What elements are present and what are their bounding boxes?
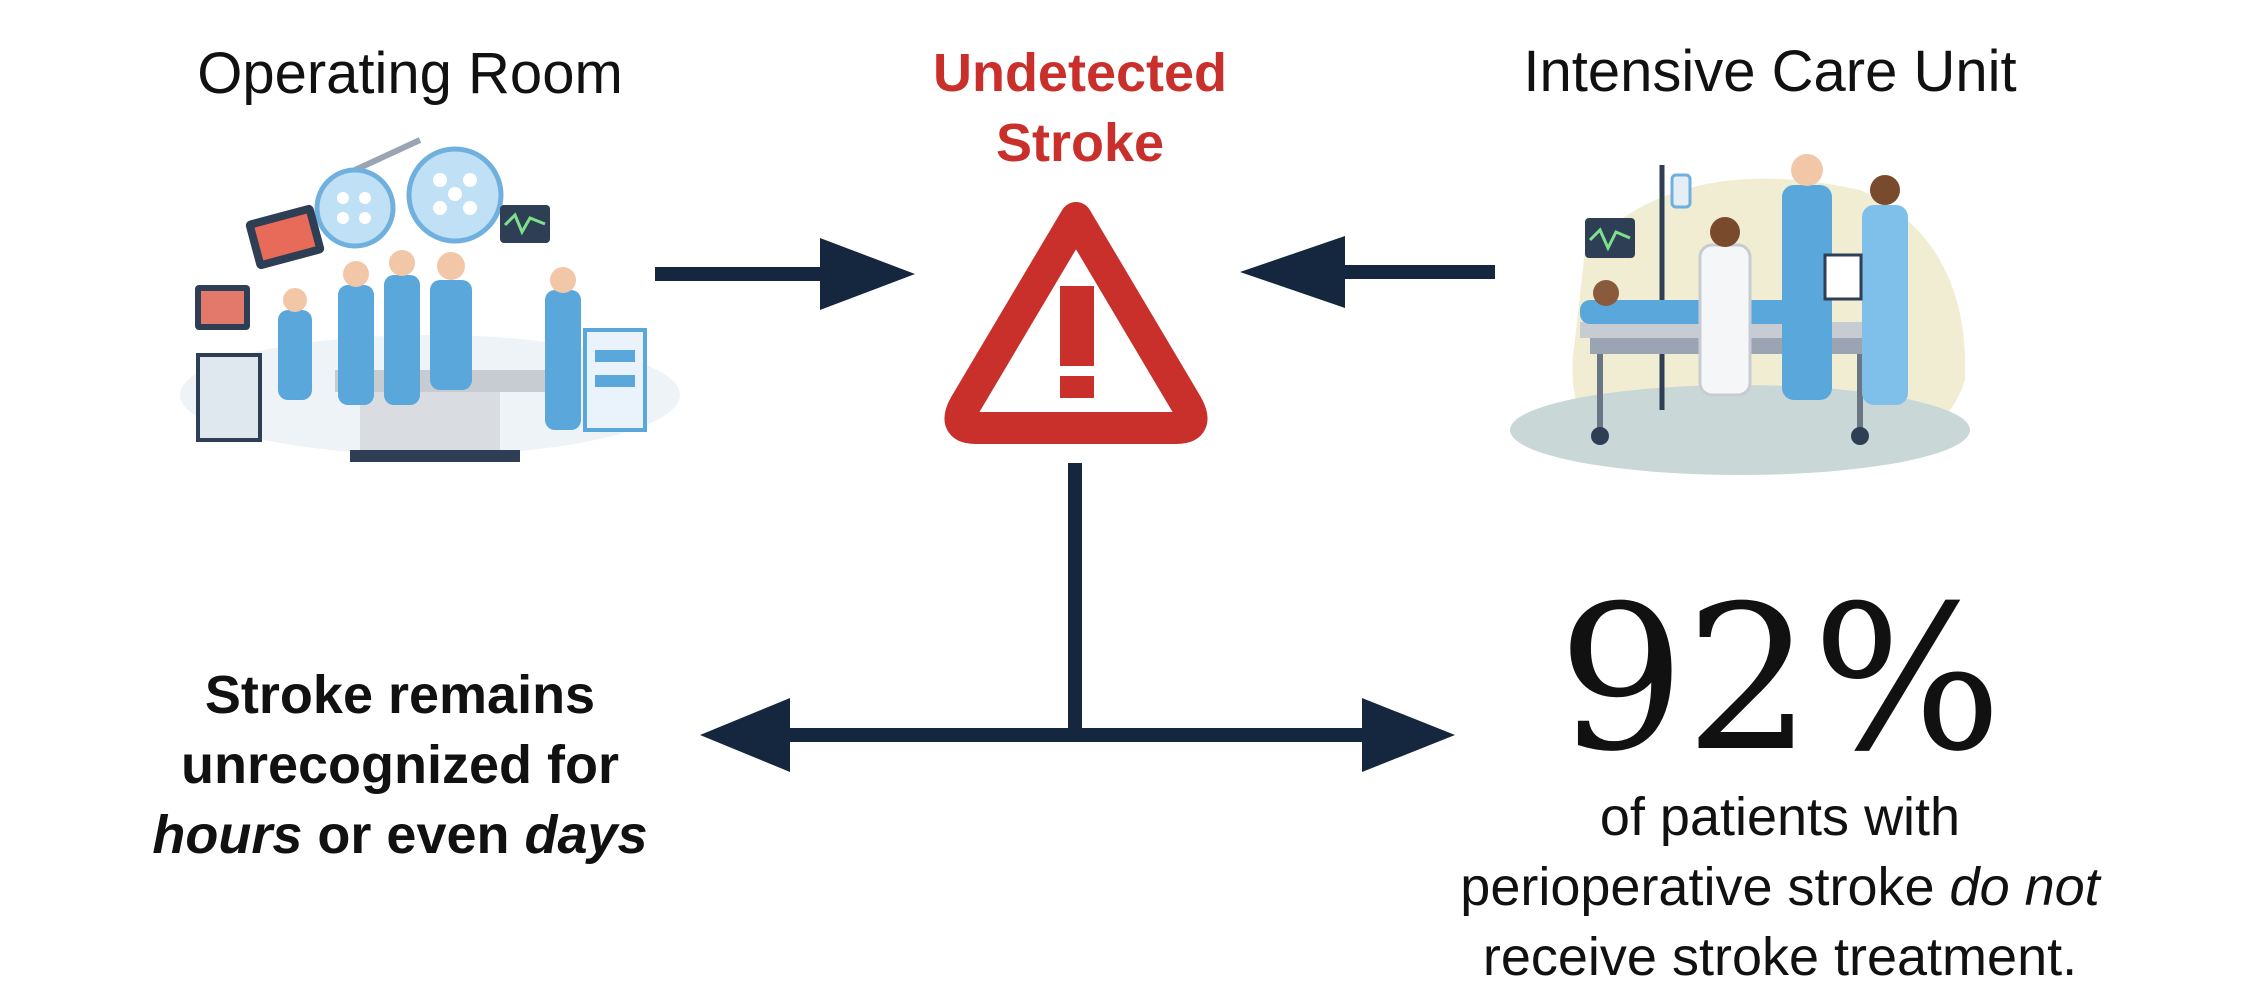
left-outcome-line2: unrecognized for	[180, 735, 619, 795]
icu-title: Intensive Care Unit	[1523, 39, 2017, 104]
right-outcome-line3: receive stroke treatment.	[1482, 927, 2078, 987]
do-not-emphasis: do not	[1949, 857, 2100, 917]
right-outcome-line2: perioperative stroke do not	[1340, 852, 2220, 922]
left-outcome-line3-mid: or even	[302, 805, 525, 865]
warning-triangle-icon	[944, 202, 1208, 444]
arrow-icu-to-stroke	[1240, 236, 1495, 308]
hours-emphasis: hours	[152, 805, 303, 865]
left-outcome-line3: hours or even days	[80, 800, 720, 870]
operating-room-illustration	[180, 137, 680, 462]
stat-percent: 92%	[1557, 563, 2003, 796]
right-outcome-text: of patients with perioperative stroke do…	[1340, 782, 2220, 992]
center-title-line2: Stroke	[995, 113, 1165, 173]
left-outcome-line1: Stroke remains	[204, 665, 596, 725]
branch-connector	[700, 463, 1455, 772]
center-title-line1: Undetected	[932, 43, 1228, 103]
icu-illustration	[1510, 154, 1970, 475]
days-emphasis: days	[524, 805, 648, 865]
arrow-or-to-stroke	[655, 238, 915, 310]
left-outcome-text: Stroke remains unrecognized for hours or…	[80, 660, 720, 870]
undetected-stroke-title: Undetected Stroke	[830, 38, 1330, 178]
right-outcome-line2-pre: perioperative stroke	[1460, 857, 1950, 917]
right-outcome-line1: of patients with	[1599, 787, 1961, 847]
operating-room-title: Operating Room	[197, 41, 623, 106]
